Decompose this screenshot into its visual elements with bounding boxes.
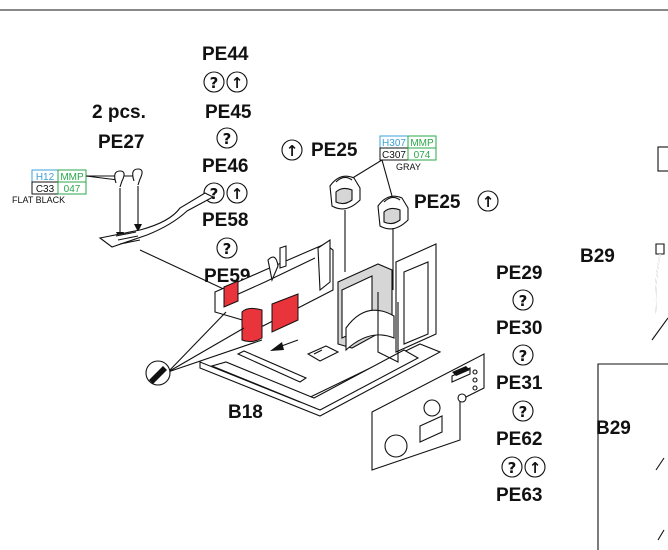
pe-stack-right: PE29 ? PE30 ? PE31 ? PE62 ? ↑ PE63 xyxy=(496,263,546,506)
label-pe25-right: PE25 xyxy=(414,192,461,213)
pe25-right-group: PE25 ↑ xyxy=(414,190,499,213)
color-code-gray: H307 MMP C307 074 GRAY xyxy=(379,135,437,172)
svg-text:↑: ↑ xyxy=(529,459,542,477)
optional-icon: ? xyxy=(512,344,534,366)
pe27-part-b xyxy=(132,168,143,232)
svg-text:?: ? xyxy=(508,459,517,477)
label-b29-top: B29 xyxy=(580,246,615,267)
svg-text:MMP: MMP xyxy=(60,172,84,183)
svg-text:?: ? xyxy=(223,240,232,258)
svg-text:↑: ↑ xyxy=(482,193,495,211)
bend-icon: ↑ xyxy=(281,139,303,161)
pe27-strip xyxy=(98,192,215,248)
color-name-flat-black: FLAT BLACK xyxy=(12,195,65,205)
label-pe29: PE29 xyxy=(496,263,542,284)
inset-box xyxy=(597,363,668,550)
pe25-part-2 xyxy=(377,195,409,290)
svg-text:?: ? xyxy=(519,292,528,310)
label-b29-bottom: B29 xyxy=(596,418,631,439)
label-b18: B18 xyxy=(228,402,263,423)
bend-icon: ↑ xyxy=(477,190,499,212)
highlight-part-c xyxy=(271,293,299,333)
step-frame-edge xyxy=(657,146,668,172)
label-pe62: PE62 xyxy=(496,429,542,450)
optional-icon: ? xyxy=(501,456,523,478)
optional-icon: ? xyxy=(512,289,534,311)
svg-text:↑: ↑ xyxy=(231,74,244,92)
bend-icon: ↑ xyxy=(226,71,248,93)
label-pe44: PE44 xyxy=(202,44,249,65)
svg-text:?: ? xyxy=(519,347,528,365)
svg-text:↑: ↑ xyxy=(231,185,244,203)
svg-text:C33: C33 xyxy=(36,184,55,195)
magnifier-icon xyxy=(149,366,167,384)
pe25-part-1 xyxy=(329,175,361,272)
svg-text:C307: C307 xyxy=(382,150,406,161)
svg-text:↑: ↑ xyxy=(286,142,299,160)
pe-stack-center: PE44 ? ↑ PE45 ? PE46 ? ↑ PE58 ? PE59 xyxy=(202,44,252,287)
svg-text:?: ? xyxy=(223,130,232,148)
b29-part xyxy=(651,243,668,341)
label-pe58: PE58 xyxy=(202,210,248,231)
svg-text:?: ? xyxy=(210,74,219,92)
svg-text:?: ? xyxy=(210,185,219,203)
svg-text:H307: H307 xyxy=(382,138,406,149)
color-name-gray: GRAY xyxy=(396,162,421,172)
label-pe63: PE63 xyxy=(496,485,542,506)
svg-text:?: ? xyxy=(519,403,528,421)
svg-text:074: 074 xyxy=(414,150,431,161)
highlight-part-b xyxy=(241,307,263,343)
label-pe25-top: PE25 xyxy=(311,140,358,161)
bend-icon: ↑ xyxy=(524,456,546,478)
color-code-flat-black: H12 MMP C33 047 FLAT BLACK xyxy=(12,169,87,205)
label-pe46: PE46 xyxy=(202,156,248,177)
pe27-group: 2 pcs. PE27 H12 MMP C33 047 FLAT BLACK xyxy=(12,102,234,295)
optional-icon: ? xyxy=(203,71,225,93)
label-qty: 2 pcs. xyxy=(92,102,146,123)
pe27-part-a xyxy=(114,170,125,240)
label-pe45: PE45 xyxy=(205,102,252,123)
label-pe27: PE27 xyxy=(98,132,144,153)
detail-callout xyxy=(145,311,263,386)
highlight-part-a xyxy=(223,280,239,308)
instrument-panel xyxy=(371,353,485,471)
label-pe30: PE30 xyxy=(496,318,542,339)
next-step-region: B29 B29 xyxy=(580,146,668,550)
optional-icon: ? xyxy=(216,237,238,259)
svg-text:047: 047 xyxy=(64,184,81,195)
cockpit-tub-b18 xyxy=(199,238,442,417)
svg-text:H12: H12 xyxy=(36,172,55,183)
svg-text:MMP: MMP xyxy=(410,138,434,149)
optional-icon: ? xyxy=(216,127,238,149)
label-pe31: PE31 xyxy=(496,373,543,394)
optional-icon: ? xyxy=(512,400,534,422)
pe25-top-group: ↑ PE25 H307 MMP C307 074 GRAY xyxy=(281,135,437,290)
bend-icon: ↑ xyxy=(226,182,248,204)
